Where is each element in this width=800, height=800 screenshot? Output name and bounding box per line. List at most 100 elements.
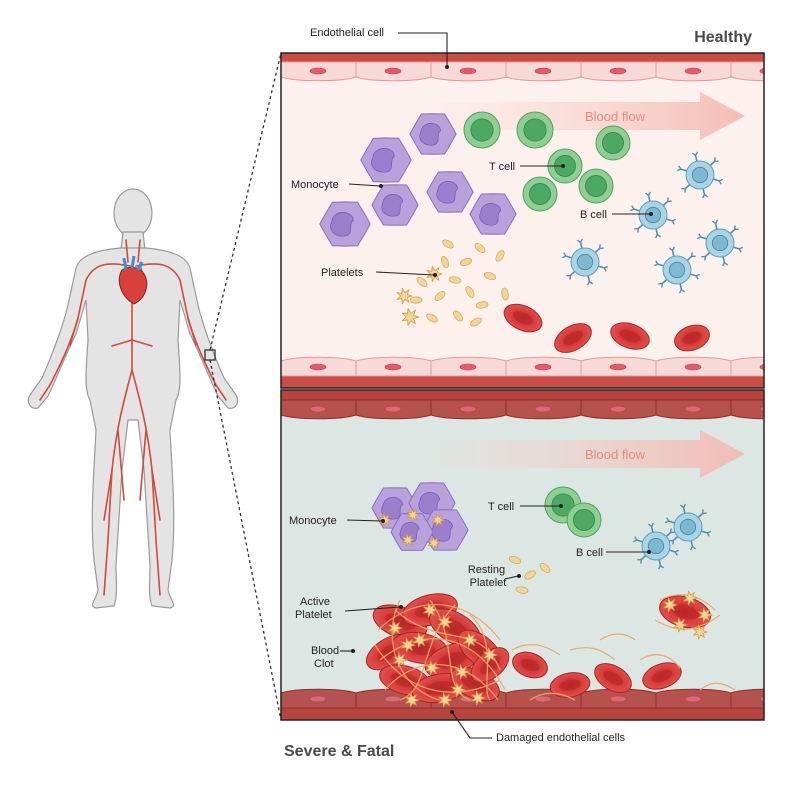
- monocyte-cell: [469, 193, 517, 235]
- endothelial-cell: [505, 356, 582, 377]
- endothelial-cell: [281, 61, 357, 82]
- platelet: [501, 287, 509, 301]
- monocyte-cell: [426, 171, 474, 213]
- platelet: [474, 243, 486, 253]
- endothelial-cell: [655, 61, 732, 82]
- endothelial-cell: [355, 399, 432, 420]
- resting-platelet-label: Resting Platelet: [468, 564, 508, 589]
- platelets-label: Platelets: [321, 267, 364, 279]
- b-cell: [676, 151, 724, 199]
- active-platelet: [405, 692, 420, 708]
- platelet: [470, 317, 482, 327]
- blood-clot-label: Blood Clot: [311, 645, 342, 670]
- platelet: [409, 296, 423, 304]
- platelet: [440, 255, 450, 269]
- blood-flow-label: Blood flow: [585, 109, 646, 124]
- platelet: [483, 271, 497, 281]
- monocyte-label: Monocyte: [291, 179, 339, 191]
- endothelial-cell: [430, 399, 507, 420]
- active-platelet: [683, 590, 698, 606]
- vessel-wall-top-damaged: [281, 390, 764, 400]
- endothelial-cell: [730, 61, 764, 82]
- monocyte-cell: [360, 137, 412, 183]
- red-blood-cell: [594, 663, 632, 693]
- resting-platelet-line2: Platelet: [470, 577, 507, 589]
- active-platelet: [693, 624, 708, 640]
- vessel-wall-top: [281, 53, 764, 62]
- human-body-icon: [27, 188, 239, 609]
- severe-panel: Blood flow Severe & Fatal Monocyte T cel…: [280, 389, 765, 760]
- monocyte-cell: [371, 184, 419, 226]
- active-platelet: [438, 614, 453, 630]
- red-blood-cell: [674, 324, 710, 352]
- platelet: [459, 257, 473, 267]
- b-cell: [664, 503, 712, 551]
- endothelial-cell: [281, 399, 357, 420]
- endothelial-cell: [730, 356, 764, 377]
- endothelial-cell: [655, 356, 732, 377]
- platelet: [495, 250, 505, 262]
- active-platelet: [413, 632, 428, 648]
- severe-title: Severe & Fatal: [284, 743, 394, 760]
- active-platelet: [455, 664, 470, 680]
- damaged-endothelial-label: Damaged endothelial cells: [496, 732, 626, 744]
- active-platelet: [663, 597, 678, 613]
- active-platelet: [673, 617, 688, 633]
- resting-platelet-line1: Resting: [468, 564, 505, 576]
- active-platelet: [423, 602, 438, 618]
- endothelial-cell: [730, 399, 764, 420]
- endothelial-cell: [580, 61, 657, 82]
- monocyte-label-severe: Monocyte: [289, 515, 337, 527]
- red-blood-cell: [503, 303, 543, 333]
- active-platelet: [393, 652, 408, 668]
- endothelial-cell: [281, 356, 357, 377]
- endothelial-cell: [355, 61, 432, 82]
- healthy-panel: Blood flow Healthy Endothelial cell Mono…: [280, 27, 765, 389]
- red-blood-cell: [554, 323, 592, 353]
- vessel-wall-bottom-damaged: [281, 708, 764, 720]
- endothelial-cell: [655, 399, 732, 420]
- red-blood-cell: [642, 662, 682, 690]
- platelet: [442, 239, 454, 249]
- endothelial-cell: [505, 399, 582, 420]
- monocyte-cell: [319, 201, 371, 247]
- red-blood-cell: [512, 651, 548, 679]
- active-platelet: [698, 607, 713, 623]
- blood-flow-label-severe: Blood flow: [585, 447, 646, 462]
- heart-icon: [118, 255, 148, 305]
- active-platelet: [451, 682, 466, 698]
- platelet: [524, 570, 536, 580]
- blood-clot-line2: Clot: [314, 658, 334, 670]
- endothelial-cell: [281, 688, 357, 709]
- active-platelet-line2: Platelet: [295, 609, 332, 621]
- t-cell: [595, 125, 631, 161]
- platelet: [426, 313, 438, 323]
- endothelial-cell: [580, 399, 657, 420]
- platelet: [539, 563, 551, 573]
- endothelial-cell: [505, 61, 582, 82]
- blood-flow-arrow-severe: [440, 430, 745, 478]
- platelet: [508, 555, 522, 565]
- t-cell-label: T cell: [489, 161, 515, 173]
- active-platelet: [471, 690, 486, 706]
- t-cell: [522, 176, 558, 212]
- red-blood-cell: [610, 322, 650, 350]
- t-cell-label-severe: T cell: [488, 501, 514, 513]
- platelet: [515, 586, 529, 594]
- endothelial-cell: [655, 688, 732, 709]
- b-cell-label: B cell: [580, 209, 607, 221]
- platelet: [453, 310, 463, 322]
- b-cell: [629, 191, 677, 239]
- active-platelet: [483, 647, 498, 663]
- active-platelet: [406, 508, 420, 522]
- active-platelet: [427, 536, 441, 550]
- monocyte-cell: [409, 113, 457, 155]
- healthy-title: Healthy: [694, 29, 752, 46]
- platelet: [416, 277, 428, 287]
- active-platelet: [431, 513, 445, 527]
- endothelial-cell: [580, 356, 657, 377]
- t-cell: [463, 111, 501, 149]
- vessel-wall-bottom: [281, 376, 764, 388]
- platelet: [434, 291, 446, 301]
